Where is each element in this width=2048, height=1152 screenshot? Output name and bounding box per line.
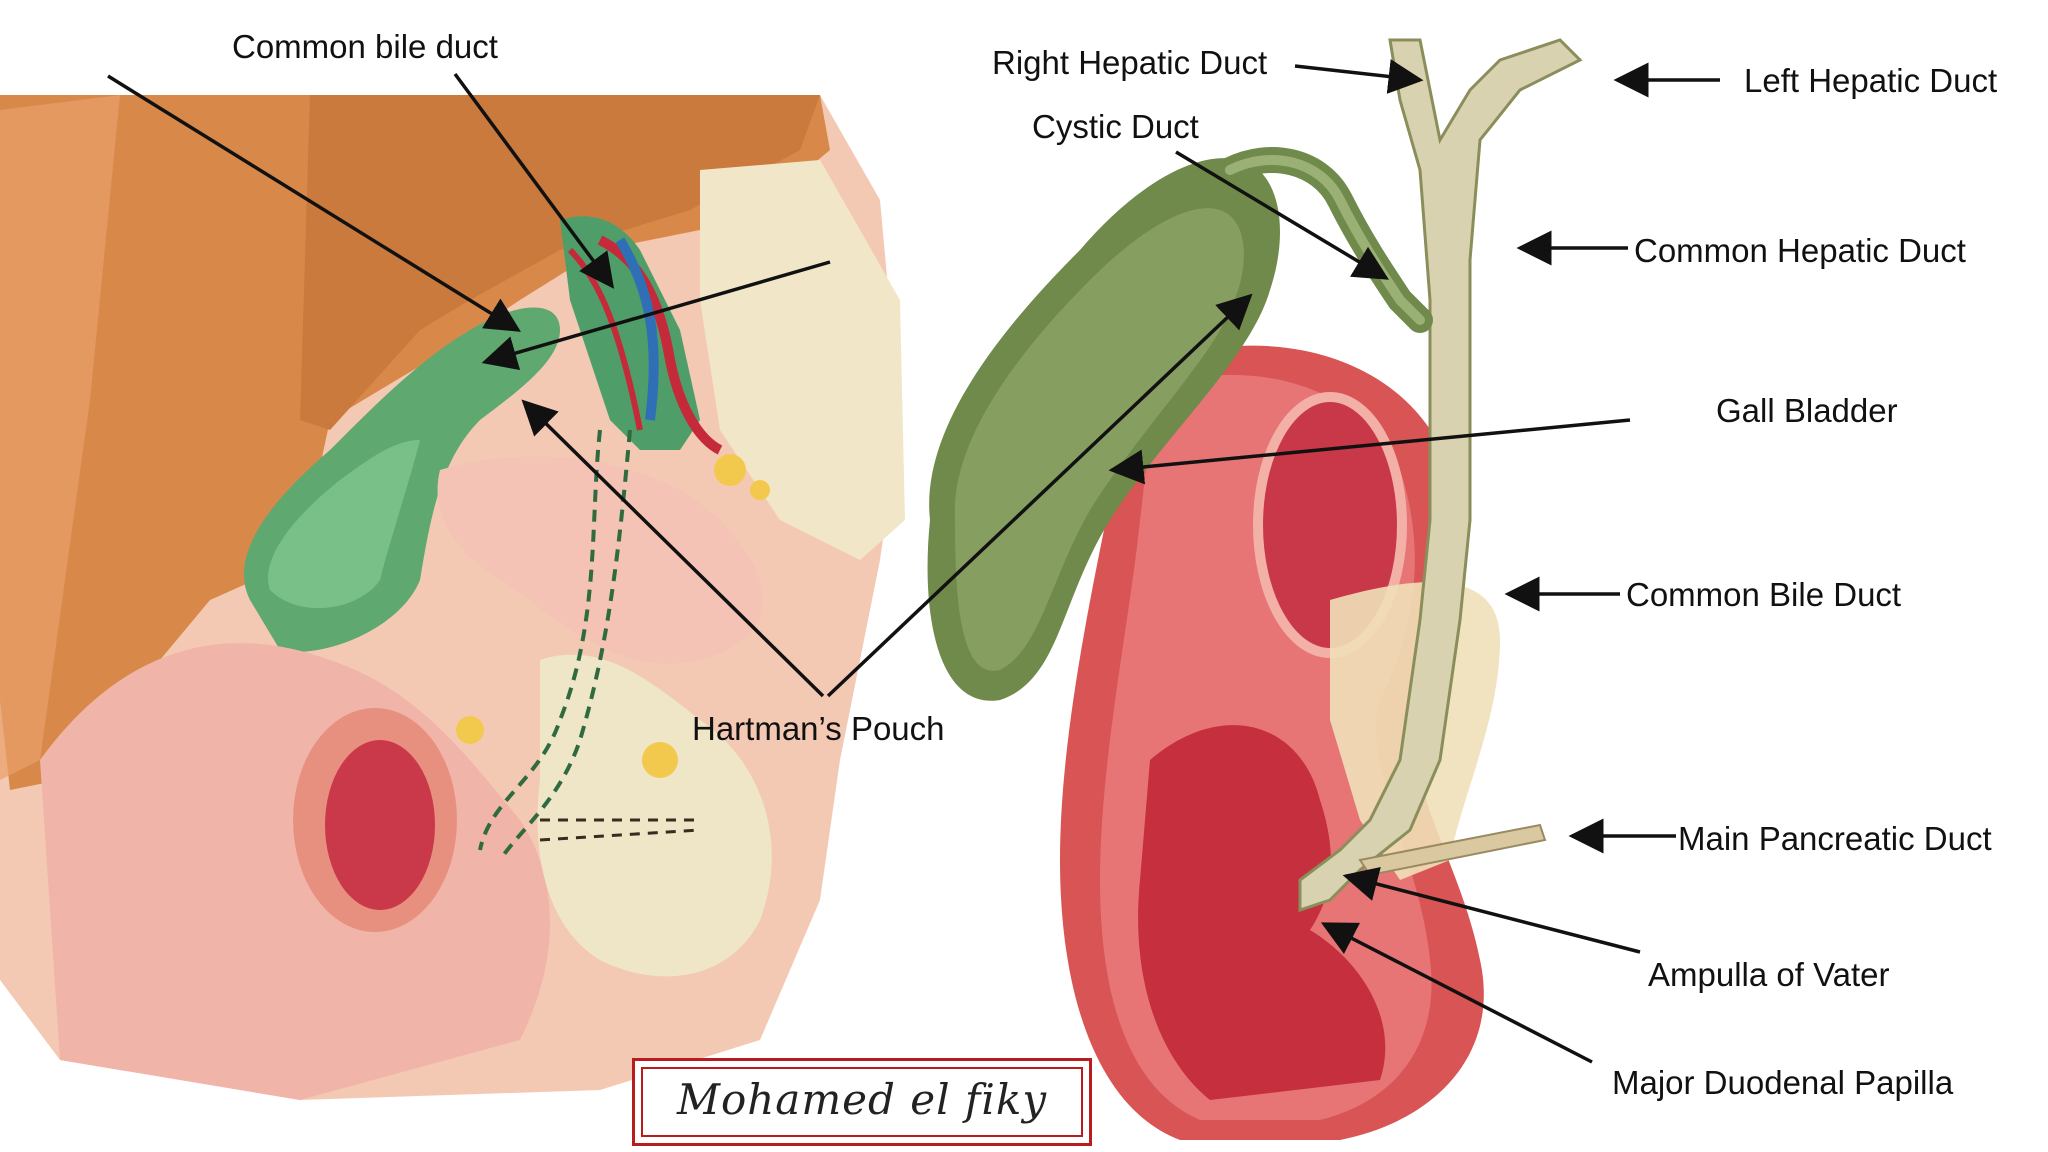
pointer-ampulla bbox=[1342, 866, 1641, 954]
fat-spot bbox=[456, 716, 484, 744]
pointer-right-hepatic bbox=[1294, 59, 1424, 94]
label-major-duodenal-papilla: Major Duodenal Papilla bbox=[1612, 1064, 1954, 1101]
pointer-hartman-right bbox=[826, 293, 1253, 698]
signature-inner-border bbox=[641, 1067, 1083, 1137]
intestine-loop-upper bbox=[437, 456, 763, 664]
label-cystic-duct: Cystic Duct bbox=[1032, 108, 1199, 145]
right-illustration bbox=[927, 38, 1583, 1140]
label-common-bile-duct-right: Common Bile Duct bbox=[1626, 576, 1902, 613]
duodenum-lumen-lower bbox=[1138, 725, 1386, 1100]
label-main-pancreatic-duct: Main Pancreatic Duct bbox=[1678, 820, 1992, 857]
stomach bbox=[700, 160, 905, 560]
liver-edge-highlight bbox=[0, 95, 120, 780]
pointer-cbd-left-2 bbox=[453, 72, 615, 289]
label-right-hepatic-duct: Right Hepatic Duct bbox=[992, 44, 1268, 81]
pointer-lines bbox=[107, 59, 1720, 1064]
pointer-papilla bbox=[1320, 922, 1593, 1064]
label-ampulla-of-vater: Ampulla of Vater bbox=[1648, 956, 1890, 993]
label-common-hepatic-duct: Common Hepatic Duct bbox=[1634, 232, 1966, 269]
label-left-hepatic-duct: Left Hepatic Duct bbox=[1744, 62, 1998, 99]
signature-box: Mohamed el fiky bbox=[632, 1058, 1092, 1146]
pointer-gb-neck-left bbox=[481, 260, 831, 371]
pointer-gall-bladder bbox=[1108, 418, 1631, 485]
dashed-pancreatic-duct bbox=[539, 818, 701, 842]
fat-spot bbox=[714, 454, 746, 486]
pancreas-left bbox=[537, 654, 772, 977]
liver-right-lobe bbox=[300, 95, 820, 430]
label-gall-bladder: Gall Bladder bbox=[1716, 392, 1898, 429]
duodenum-lumen-upper bbox=[1258, 397, 1402, 653]
pointer-cbd-left-1 bbox=[107, 74, 521, 332]
left-illustration bbox=[0, 95, 905, 1100]
duodenum-lumen-left bbox=[325, 740, 435, 910]
gallbladder-left-highlight bbox=[268, 440, 420, 609]
label-common-bile-duct-left: Common bile duct bbox=[232, 28, 498, 65]
dashed-bile-duct bbox=[478, 429, 602, 851]
fat-spot bbox=[642, 742, 678, 778]
common-bile-duct-right bbox=[1298, 38, 1583, 913]
portal-vein bbox=[615, 237, 659, 421]
pointer-cystic bbox=[1175, 150, 1390, 280]
fat-spot bbox=[750, 480, 770, 500]
signature-text: Mohamed el fiky bbox=[676, 1075, 1048, 1124]
label-hartmans-pouch: Hartman’s Pouch bbox=[692, 710, 945, 747]
pointer-hartman-left bbox=[521, 399, 825, 698]
liver bbox=[0, 95, 830, 790]
dashed-bile-duct-2 bbox=[498, 429, 632, 862]
